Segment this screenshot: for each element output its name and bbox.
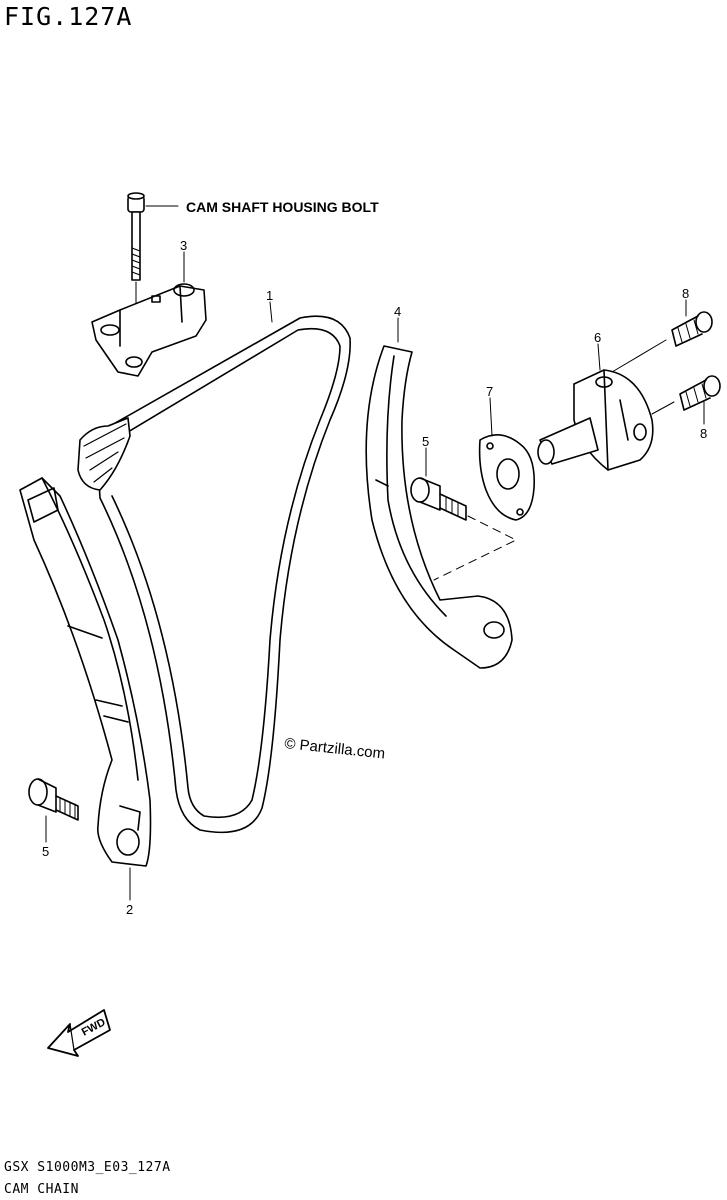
callout-5-left: 5: [42, 844, 49, 859]
part-6-cam-chain-tensioner[interactable]: [537, 369, 654, 471]
figure-title: FIG.127A: [4, 2, 133, 31]
part-7-gasket[interactable]: [478, 434, 536, 521]
alignment-line: [433, 515, 517, 581]
part-5-bolt-left[interactable]: [28, 778, 79, 821]
part-8-bolt-bottom[interactable]: [679, 375, 721, 411]
callout-6: 6: [594, 330, 601, 345]
callout-3: 3: [180, 238, 187, 253]
watermark-text: © Partzilla.com: [284, 735, 386, 762]
callout-7: 7: [486, 384, 493, 399]
leader-line: [651, 401, 675, 415]
leader-line: [489, 397, 493, 437]
part-3-cam-holder[interactable]: [91, 283, 207, 377]
part-4-chain-guide[interactable]: [365, 345, 513, 669]
leader-line: [611, 339, 667, 373]
part-1-cam-chain[interactable]: [77, 315, 351, 834]
fwd-arrow-icon: [47, 1009, 111, 1057]
leader-line: [597, 343, 601, 371]
leader-line: [269, 301, 273, 323]
label-cam-shaft-housing-bolt: CAM SHAFT HOUSING BOLT: [186, 199, 379, 215]
part-5-bolt-right[interactable]: [410, 477, 467, 521]
part-8-bolt-top[interactable]: [671, 311, 713, 347]
callout-4: 4: [394, 304, 401, 319]
part-2-chain-tensioner-guide[interactable]: [19, 477, 152, 867]
figure-code: GSX S1000M3_E03_127A: [4, 1160, 171, 1175]
callout-1: 1: [266, 288, 273, 303]
callout-5-right: 5: [422, 434, 429, 449]
callout-8-top: 8: [682, 286, 689, 301]
callout-8-bottom: 8: [700, 426, 707, 441]
callout-2: 2: [126, 902, 133, 917]
figure-name: CAM CHAIN: [4, 1182, 79, 1197]
